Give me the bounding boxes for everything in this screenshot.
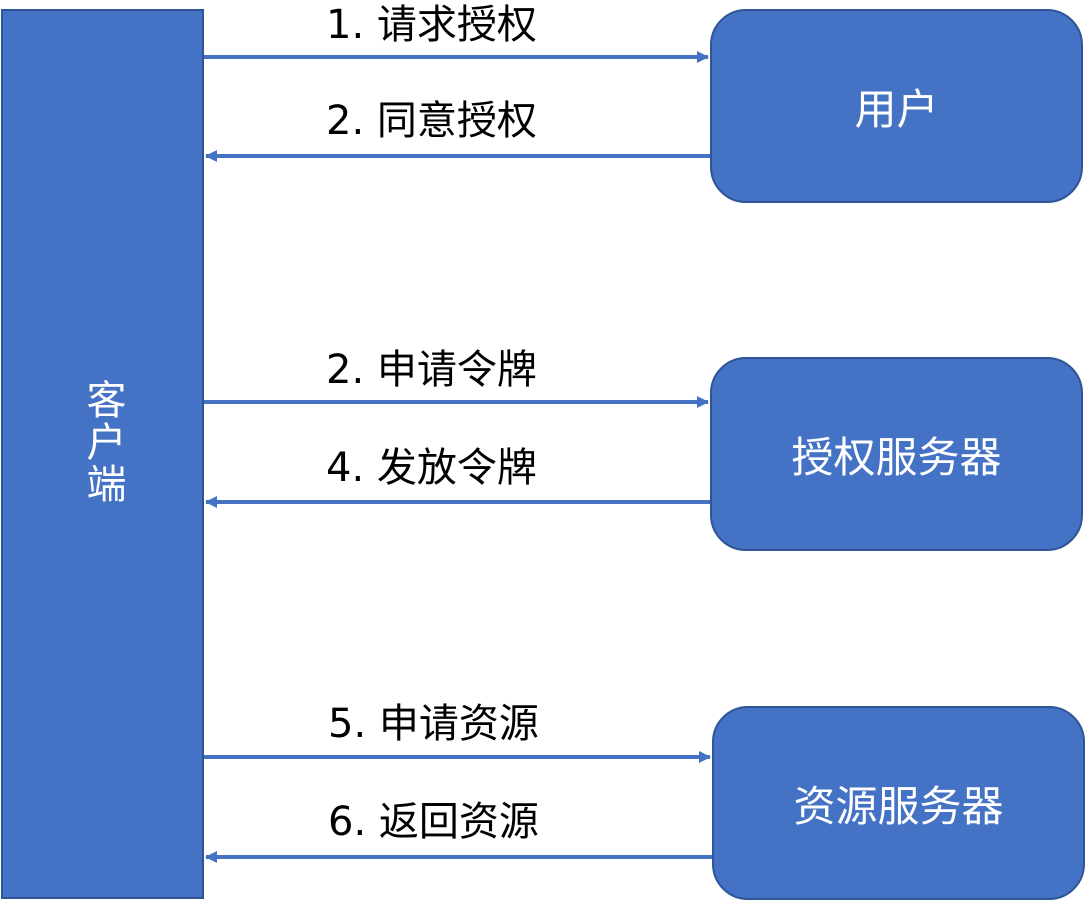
label-request-token: 2. 申请令牌 bbox=[326, 347, 537, 393]
label-request-resource: 5. 申请资源 bbox=[328, 701, 539, 747]
auth-server-node-label: 授权服务器 bbox=[791, 432, 1002, 482]
user-node: 用户 bbox=[710, 9, 1083, 203]
label-request-authorization: 1. 请求授权 bbox=[326, 2, 537, 48]
label-return-resource: 6. 返回资源 bbox=[328, 799, 539, 845]
client-node: 客户端 bbox=[1, 9, 204, 899]
auth-server-node: 授权服务器 bbox=[710, 357, 1083, 551]
client-label: 客户端 bbox=[79, 379, 126, 505]
label-grant-authorization: 2. 同意授权 bbox=[326, 98, 537, 144]
resource-server-node-label: 资源服务器 bbox=[793, 781, 1004, 831]
resource-server-node: 资源服务器 bbox=[712, 706, 1085, 900]
label-issue-token: 4. 发放令牌 bbox=[326, 445, 537, 491]
user-node-label: 用户 bbox=[854, 84, 939, 134]
client-label-wrap: 客户端 bbox=[3, 379, 202, 505]
